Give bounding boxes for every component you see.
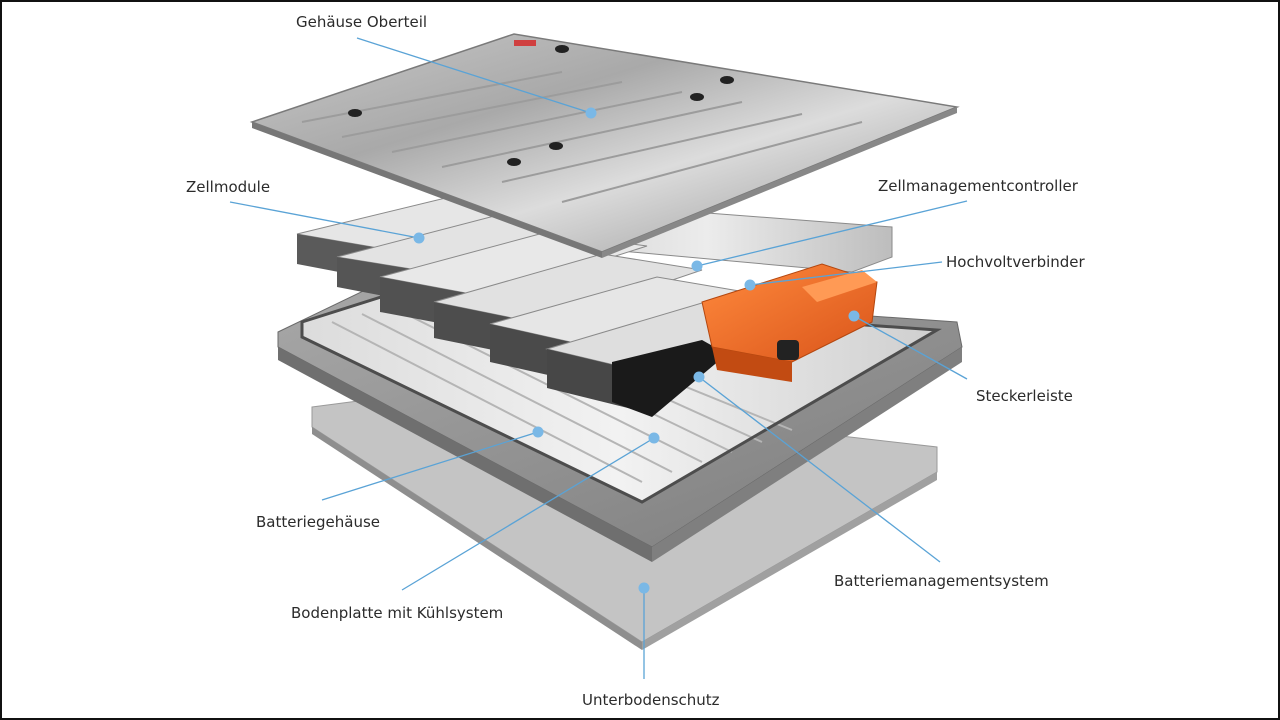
label-zellmodule: Zellmodule [186,178,271,196]
battery-management-system [701,263,878,382]
label-bodenplatte: Bodenplatte mit Kühlsystem [291,604,504,622]
leader-lines [229,37,968,679]
label-batteriemanagementsystem: Batteriemanagementsystem [834,572,1049,590]
label-hochvoltverbinder: Hochvoltverbinder [946,253,1085,271]
housing-lid [249,33,960,258]
label-unterbodenschutz: Unterbodenschutz [582,691,720,709]
label-gehaeuse-oberteil: Gehäuse Oberteil [296,13,428,31]
label-batteriegehaeuse: Batteriegehäuse [256,513,381,531]
label-steckerleiste: Steckerleiste [976,387,1073,405]
label-zellmanagementcontroller: Zellmanagementcontroller [878,177,1078,195]
markers [413,107,860,594]
